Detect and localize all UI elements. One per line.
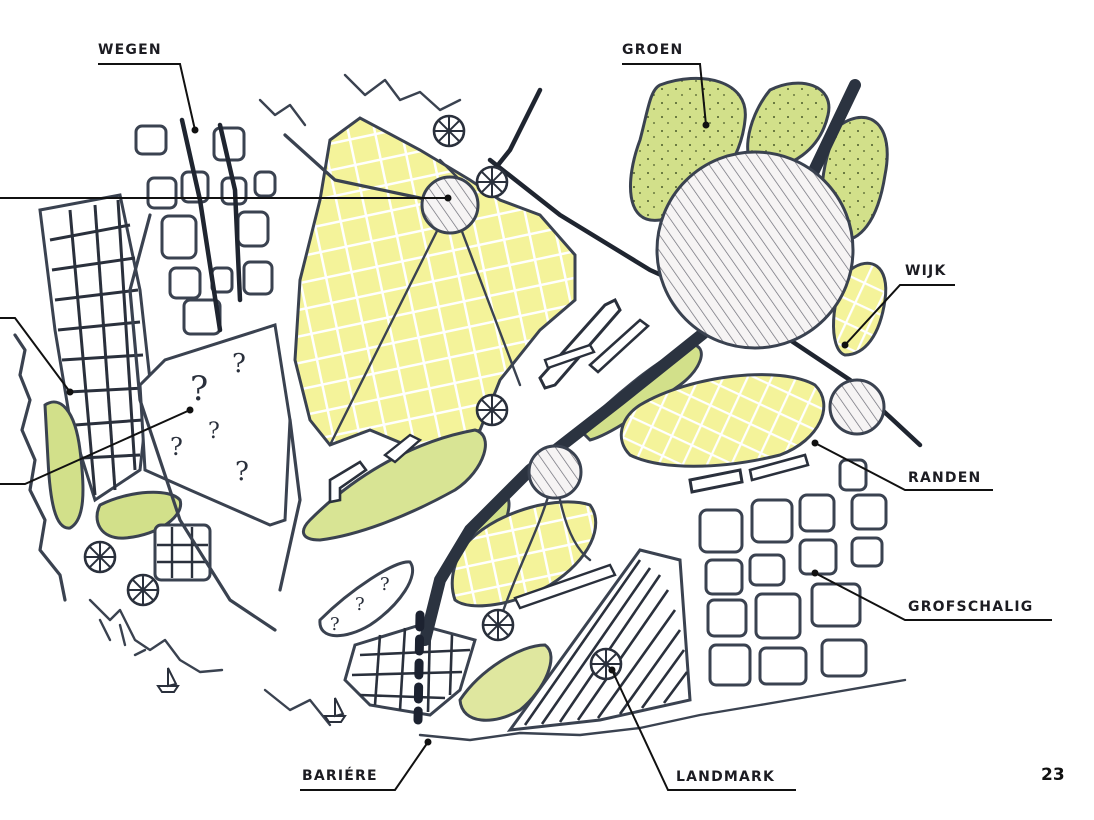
district-west-grid [38,193,152,503]
edge-elements [328,297,810,610]
node-east [828,378,886,436]
neighbourhood-north [293,116,577,457]
unknown-area: ? ? ? ? ? [138,323,292,527]
roads [128,87,923,632]
boat-icon [323,697,347,723]
label-landmark: LANDMARK [676,769,775,785]
green-areas [43,77,889,722]
boat-icon [156,667,180,693]
landmark-wheel-icon [475,393,509,427]
neighbourhood-randen [619,373,826,468]
landmark-wheel-icon [83,540,117,574]
question-mark-icon: ? [355,594,365,615]
unknown-area-south: ? ? ? [318,560,415,638]
landmark-wheel-icon [475,165,509,199]
node-large [655,150,855,350]
label-wegen: WEGEN [98,42,162,58]
question-mark-icon: ? [208,419,220,444]
question-mark-icon: ? [330,614,340,635]
question-mark-icon: ? [170,433,183,461]
question-mark-icon: ? [380,574,390,595]
label-randen: RANDEN [908,470,981,486]
question-mark-icon: ? [190,369,208,409]
label-bariere: BARIÉRE [302,767,378,784]
node-north [420,175,480,235]
leader-lines [0,63,1052,791]
neighbourhood-south [450,468,598,622]
node-centre [527,444,583,500]
landmark-wheel-icon [126,573,160,607]
label-grofschalig: GROFSCHALIG [908,599,1033,615]
district-south-grid [343,623,477,717]
label-groen: GROEN [622,42,683,58]
labels: WEGEN GROEN WIJK RANDEN GROFSCHALIG LAND… [98,42,1033,785]
nodes [420,150,886,500]
page-number: 23 [1041,765,1065,785]
landmark-wheel-icon [481,608,515,642]
landmark-wheel-icon [432,114,466,148]
boats [156,667,347,723]
blocks-large-scale [698,458,888,687]
landmark-wheel-icon [589,647,623,681]
question-mark-icon: ? [232,349,246,379]
question-mark-icon: ? [235,457,249,487]
label-wijk: WIJK [905,263,947,279]
striped-field [506,548,692,732]
